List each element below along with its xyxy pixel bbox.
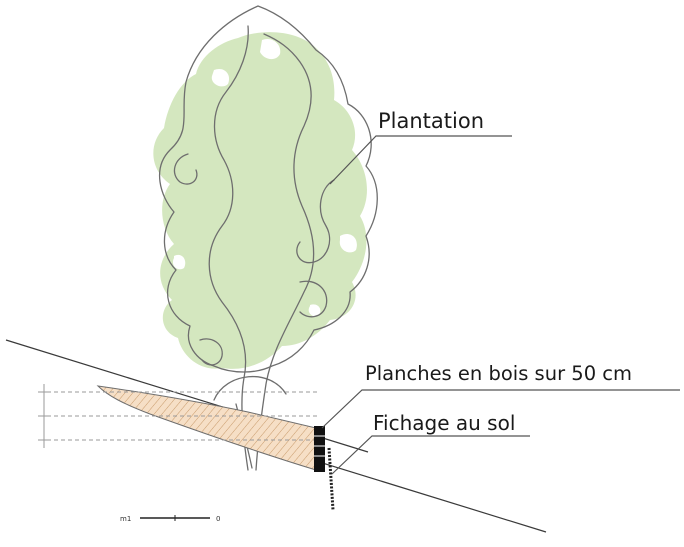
ground-stake bbox=[329, 448, 333, 510]
label-plantation: Plantation bbox=[378, 111, 484, 132]
label-ground-stakes: Fichage au sol bbox=[373, 413, 515, 433]
root-curve bbox=[214, 377, 286, 400]
scale-bar: m1 0 bbox=[120, 515, 220, 523]
scale-label-right: 0 bbox=[216, 515, 220, 523]
leader-fichage bbox=[332, 436, 530, 474]
wooden-planks bbox=[314, 426, 325, 472]
terrace-fill bbox=[98, 386, 316, 470]
label-wooden-planks: Planches en bois sur 50 cm bbox=[365, 364, 632, 384]
scale-label-left: m1 bbox=[120, 515, 131, 523]
